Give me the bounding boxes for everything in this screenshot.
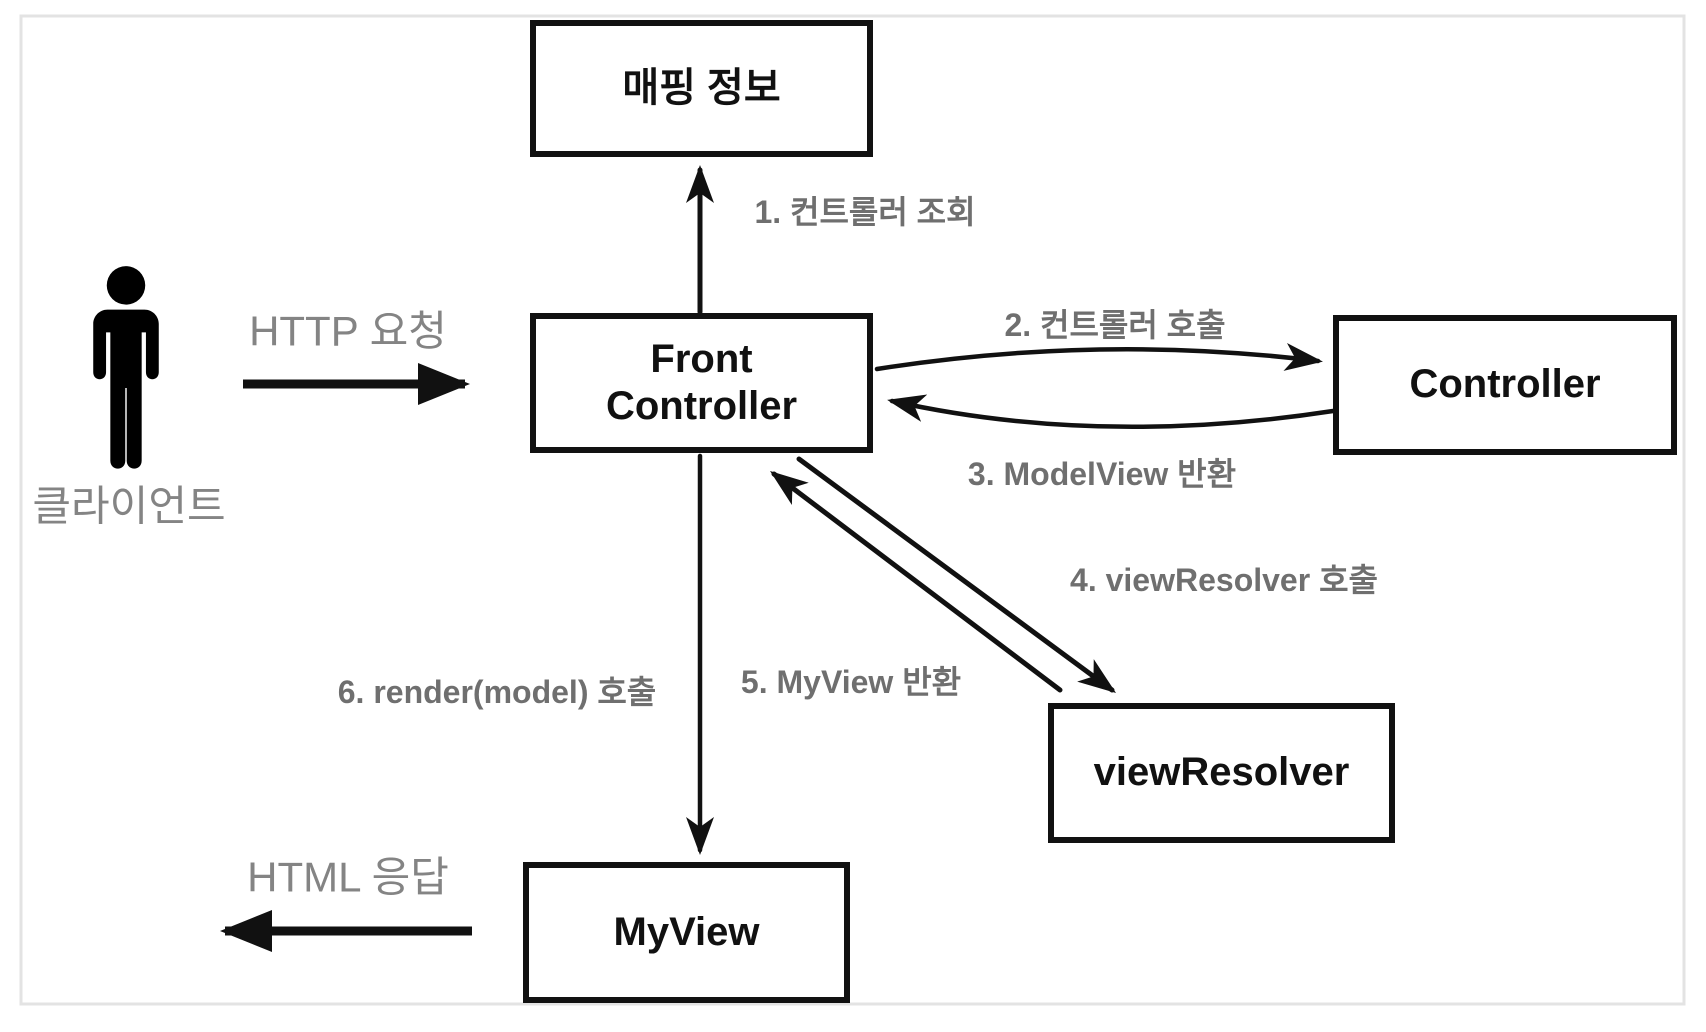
step3-label: 3. ModelView 반환 xyxy=(967,456,1237,492)
box-view-resolver: viewResolver xyxy=(1048,703,1395,843)
step1-label: 1. 컨트롤러 조회 xyxy=(754,194,976,230)
http-request-label: HTTP 요청 xyxy=(249,307,447,355)
box-front-controller-label-line2: Controller xyxy=(605,384,798,428)
arrow-3-modelview-return xyxy=(887,394,1336,430)
step5-label: 5. MyView 반환 xyxy=(740,664,962,700)
box-my-view: MyView xyxy=(523,862,850,1003)
box-my-view-label: MyView xyxy=(613,909,760,954)
arrow-4-viewresolver-call xyxy=(796,456,1117,693)
step6-label: 6. render(model) 호출 xyxy=(337,674,657,710)
box-view-resolver-label: viewResolver xyxy=(1093,750,1350,795)
box-front-controller: Front Controller xyxy=(530,313,873,453)
client-label: 클라이언트 xyxy=(32,482,226,530)
html-response-label: HTML 응답 xyxy=(247,853,449,901)
canvas-frame xyxy=(19,14,1686,1006)
client-person-icon xyxy=(93,266,159,469)
arrow-5-myview-return xyxy=(770,470,1063,693)
box-controller: Controller xyxy=(1333,315,1677,455)
box-controller-label: Controller xyxy=(1409,362,1601,407)
step2-label: 2. 컨트롤러 호출 xyxy=(1004,307,1226,343)
box-front-controller-label-line1: Front xyxy=(650,336,753,381)
step4-label: 4. viewResolver 호출 xyxy=(1070,562,1378,598)
box-mapping-info: 매핑 정보 xyxy=(530,20,873,157)
arrow-2-controller-call xyxy=(874,343,1323,372)
box-mapping-info-label: 매핑 정보 xyxy=(622,65,781,110)
